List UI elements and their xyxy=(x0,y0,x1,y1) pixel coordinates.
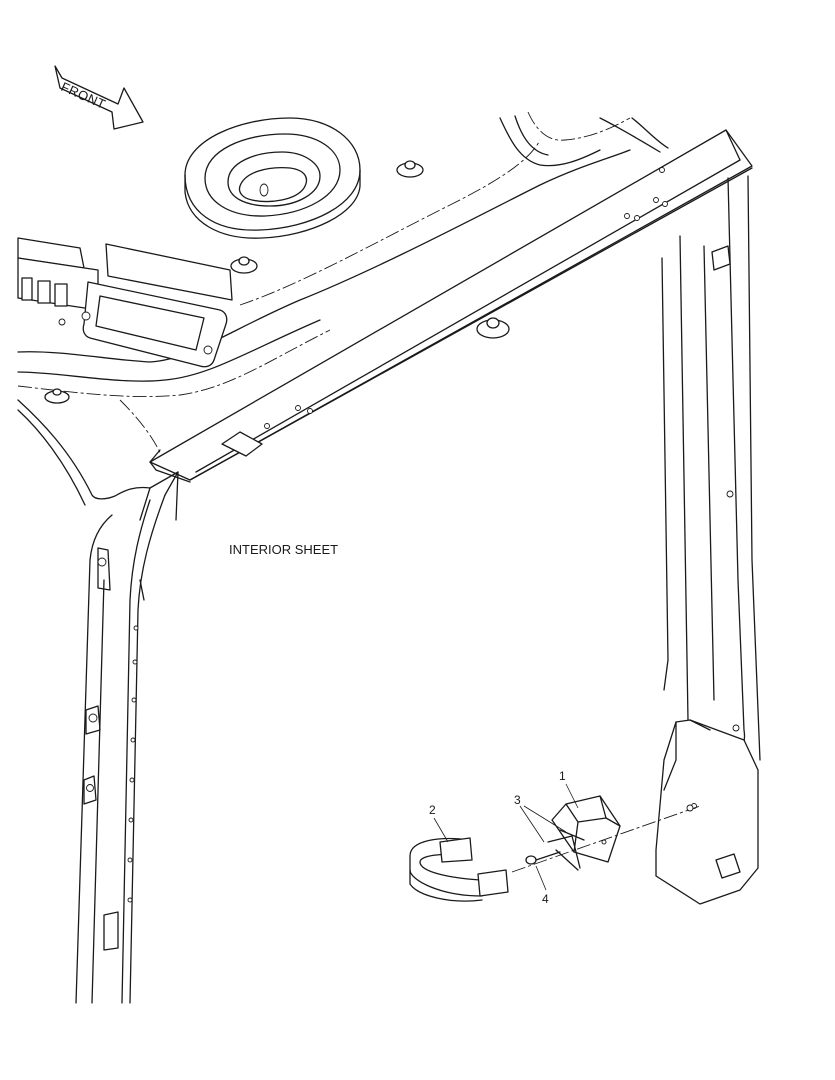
front-arrow-icon: FRONT xyxy=(54,65,144,130)
callout-2: 2 xyxy=(429,803,436,817)
callout-1: 1 xyxy=(559,769,566,783)
front-label: FRONT xyxy=(59,79,108,112)
part-holder-bracket xyxy=(547,795,621,871)
part-screw xyxy=(525,851,561,865)
callout-3: 3 xyxy=(514,793,521,807)
interior-sheet-panel xyxy=(149,129,753,483)
leader-lines xyxy=(433,783,579,891)
interior-sheet-label: INTERIOR SHEET xyxy=(229,542,338,557)
control-console xyxy=(17,237,233,368)
part-strap xyxy=(409,837,509,902)
ceiling-studs xyxy=(44,160,510,404)
right-pillar xyxy=(655,175,761,905)
stud-icon xyxy=(230,256,258,274)
assembly-centerline xyxy=(511,805,701,873)
stud-icon xyxy=(476,317,510,339)
stud-icon xyxy=(44,388,70,404)
stud-icon xyxy=(396,160,424,178)
ceiling-panel xyxy=(17,111,669,506)
roof-hatch xyxy=(184,117,361,239)
callout-4: 4 xyxy=(542,892,549,906)
left-pillar xyxy=(75,471,179,1004)
